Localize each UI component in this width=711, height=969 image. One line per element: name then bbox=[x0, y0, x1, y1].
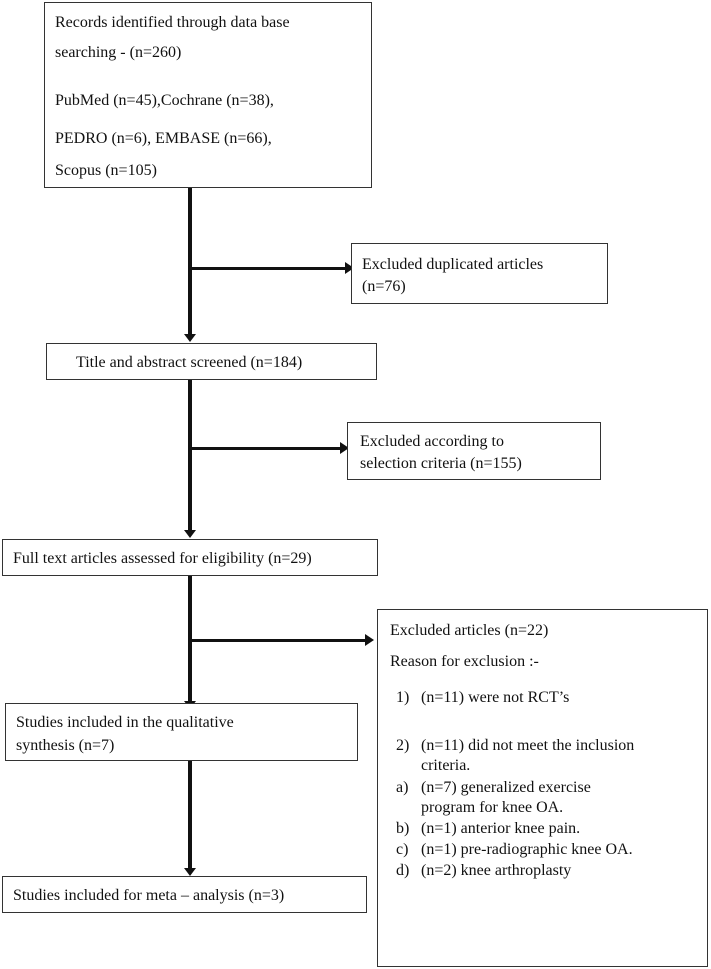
screened-box: Title and abstract screened (n=184) bbox=[46, 343, 377, 380]
qualitative-line-2: synthesis (n=7) bbox=[16, 737, 115, 754]
reason-text-continued: criteria. bbox=[421, 757, 471, 774]
arrow-to-excluded-articles bbox=[365, 634, 374, 646]
reason-marker: b) bbox=[396, 820, 410, 837]
excluded-articles-title: Excluded articles (n=22) bbox=[390, 622, 549, 639]
arrow-to-screened bbox=[184, 334, 196, 342]
arrow-to-meta bbox=[184, 868, 196, 876]
records-line-5: Scopus (n=105) bbox=[55, 162, 157, 179]
arrow-to-excluded-duplicates bbox=[345, 262, 354, 274]
reason-text: (n=1) anterior knee pain. bbox=[421, 820, 581, 837]
records-identified-box: Records identified through data base sea… bbox=[44, 2, 372, 188]
connector-to-excluded-articles bbox=[190, 639, 365, 642]
reason-text: (n=7) generalized exercise bbox=[421, 779, 591, 796]
reason-marker: a) bbox=[396, 779, 409, 796]
reason-marker: 1) bbox=[396, 689, 410, 706]
connector-to-excluded-criteria bbox=[190, 447, 340, 450]
records-line-1: Records identified through data base bbox=[55, 14, 290, 31]
screened-text: Title and abstract screened (n=184) bbox=[76, 354, 303, 371]
exclusion-reason-title: Reason for exclusion :- bbox=[390, 653, 539, 670]
meta-analysis-text: Studies included for meta – analysis (n=… bbox=[13, 887, 285, 904]
reason-text: (n=11) were not RCT’s bbox=[421, 689, 570, 706]
reason-text: (n=2) knee arthroplasty bbox=[421, 862, 572, 879]
full-text-text: Full text articles assessed for eligibil… bbox=[13, 550, 312, 567]
meta-analysis-box: Studies included for meta – analysis (n=… bbox=[2, 876, 367, 913]
records-line-4: PEDRO (n=6), EMBASE (n=66), bbox=[55, 130, 272, 147]
arrow-to-fulltext bbox=[184, 530, 196, 538]
reason-marker: d) bbox=[396, 862, 410, 879]
records-line-3: PubMed (n=45),Cochrane (n=38), bbox=[55, 92, 274, 109]
connector-fulltext-to-qualitative bbox=[188, 576, 192, 701]
connector-to-excluded-duplicates bbox=[190, 267, 345, 270]
excluded-criteria-box: Excluded according to selection criteria… bbox=[347, 422, 601, 480]
excluded-duplicates-line-2: (n=76) bbox=[362, 278, 406, 295]
excluded-duplicates-box: Excluded duplicated articles (n=76) bbox=[351, 243, 608, 304]
qualitative-line-1: Studies included in the qualitative bbox=[16, 714, 234, 731]
qualitative-synthesis-box: Studies included in the qualitative synt… bbox=[5, 703, 358, 761]
excluded-duplicates-line-1: Excluded duplicated articles bbox=[362, 256, 544, 273]
connector-screened-to-fulltext bbox=[188, 380, 192, 530]
reason-text: (n=1) pre-radiographic knee OA. bbox=[421, 841, 633, 858]
connector-qualitative-to-meta bbox=[188, 761, 192, 868]
excluded-criteria-line-1: Excluded according to bbox=[360, 433, 504, 450]
reason-text: (n=11) did not meet the inclusion bbox=[421, 737, 635, 754]
excluded-criteria-line-2: selection criteria (n=155) bbox=[360, 455, 522, 472]
records-line-2: searching - (n=260) bbox=[55, 44, 182, 61]
reason-text-continued: program for knee OA. bbox=[421, 799, 564, 816]
arrow-to-excluded-criteria bbox=[340, 442, 349, 454]
excluded-articles-box: Excluded articles (n=22) Reason for excl… bbox=[377, 609, 708, 967]
reason-marker: 2) bbox=[396, 737, 410, 754]
connector-records-to-screened bbox=[188, 188, 192, 334]
reason-marker: c) bbox=[396, 841, 409, 858]
full-text-box: Full text articles assessed for eligibil… bbox=[2, 539, 378, 576]
